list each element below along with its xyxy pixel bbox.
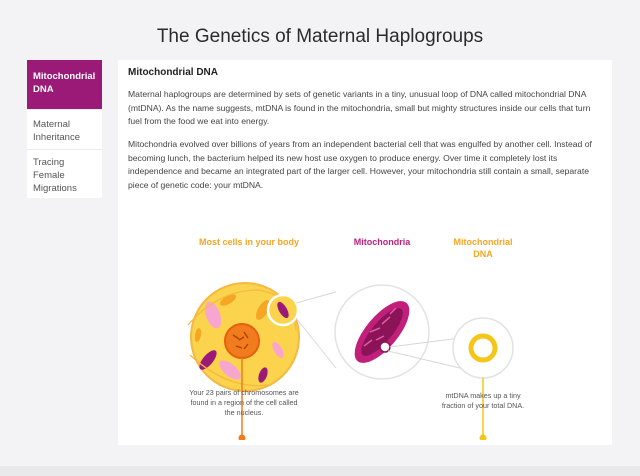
mtdna-diagram: Most cells in your body Mitochondria Mit…	[187, 237, 514, 440]
sidebar-item-label: Mitochondrial DNA	[33, 71, 96, 95]
sidebar-item-maternal-inheritance[interactable]: Maternal Inheritance	[27, 110, 102, 150]
paragraph-evolution: Mitochondria evolved over billions of ye…	[128, 139, 592, 190]
section-heading: Mitochondrial DNA	[128, 67, 218, 78]
mitochondria-illustration	[334, 284, 461, 380]
paragraph-intro: Maternal haplogroups are determined by s…	[128, 89, 591, 126]
mtdna-illustration	[452, 317, 514, 440]
label-mtdna-line1: Mitochondrial	[454, 237, 513, 247]
bottom-bar	[0, 466, 640, 476]
content-panel: Mitochondrial DNA Maternal haplogroups a…	[118, 60, 612, 445]
sidebar-item-tracing-female-migrations[interactable]: Tracing Female Migrations	[27, 150, 102, 198]
sidebar-item-label: Maternal Inheritance	[33, 119, 81, 143]
label-cells: Most cells in your body	[199, 237, 299, 247]
sidebar-item-mitochondrial-dna[interactable]: Mitochondrial DNA	[27, 60, 102, 110]
page-title: The Genetics of Maternal Haplogroups	[156, 26, 484, 47]
sidebar-nav: Mitochondrial DNA Maternal Inheritance T…	[27, 60, 102, 198]
label-mtdna-line2: DNA	[473, 249, 493, 259]
sidebar-item-label: Tracing Female Migrations	[33, 157, 77, 194]
nucleus-shape	[224, 323, 260, 359]
label-mitochondria: Mitochondria	[354, 237, 411, 247]
